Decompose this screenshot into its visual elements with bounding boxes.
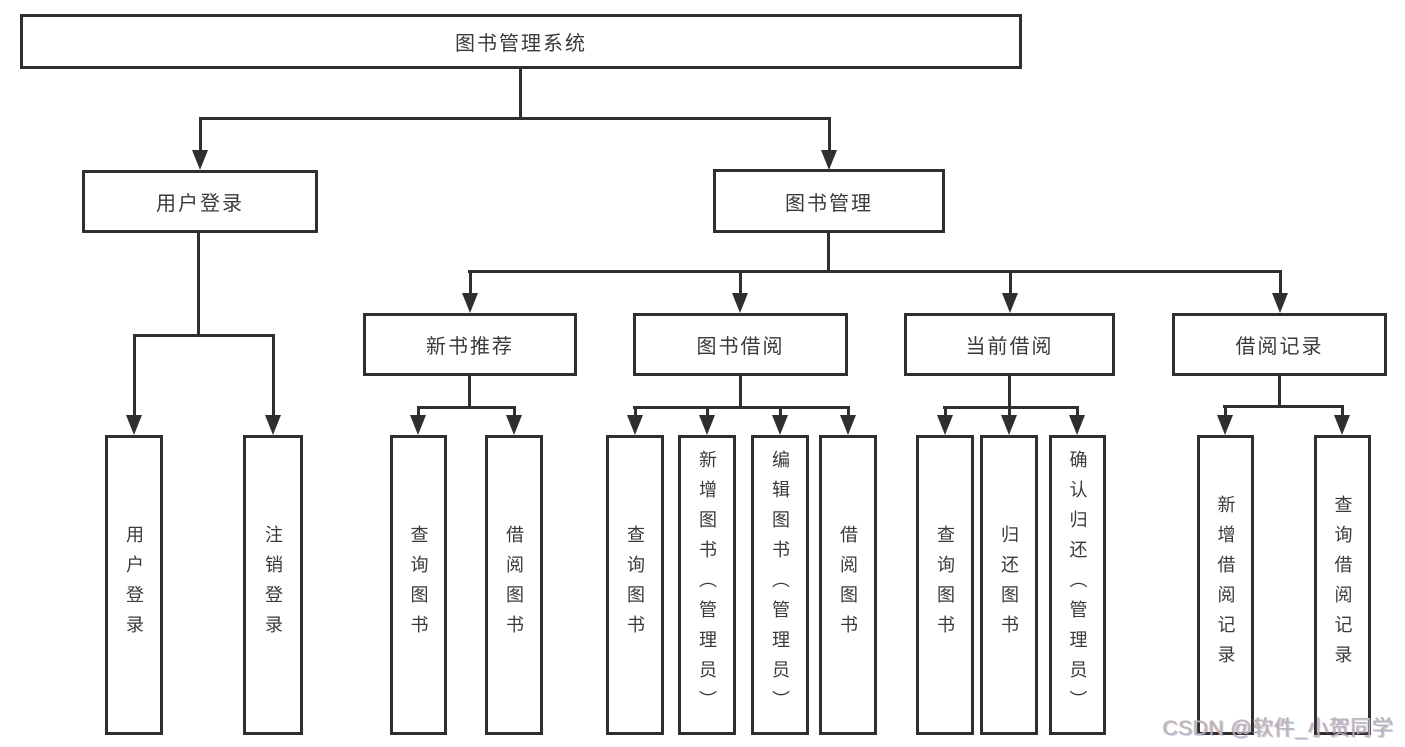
arrow-down-icon	[772, 406, 788, 435]
node-label: 图书管理	[785, 192, 873, 215]
leaf-label: 查询图书	[625, 525, 645, 645]
leaf-label: 归还图书	[999, 525, 1019, 645]
leaf-label: 新增图书（管理员）	[697, 450, 717, 720]
leaf-label: 注销登录	[263, 525, 283, 645]
leaf-user-login: 用户登录	[105, 435, 163, 735]
arrow-down-icon	[265, 334, 281, 435]
node-label: 当前借阅	[965, 336, 1054, 358]
connector-line	[468, 376, 471, 408]
connector-line	[197, 233, 200, 337]
leaf-label: 新增借阅记录	[1215, 495, 1236, 675]
arrow-down-icon	[1272, 270, 1288, 313]
node-label: 图书借阅	[696, 336, 785, 358]
connector-line	[739, 376, 742, 408]
node-user-login: 用户登录	[82, 170, 318, 233]
leaf-label: 用户登录	[124, 525, 144, 645]
connector-line	[827, 233, 830, 273]
node-label: 借阅记录	[1235, 336, 1324, 358]
leaf-logout: 注销登录	[243, 435, 303, 735]
arrow-down-icon	[192, 117, 208, 170]
leaf-query-books-1: 查询图书	[390, 435, 447, 735]
leaf-return-books: 归还图书	[980, 435, 1038, 735]
arrow-down-icon	[410, 406, 426, 435]
leaf-confirm-return-admin: 确认归还（管理员）	[1049, 435, 1106, 735]
node-new-book-recommend: 新书推荐	[363, 313, 577, 376]
leaf-edit-book-admin: 编辑图书（管理员）	[751, 435, 809, 735]
leaf-label: 借阅图书	[504, 525, 524, 645]
arrow-down-icon	[840, 406, 856, 435]
arrow-down-icon	[126, 334, 142, 435]
node-root: 图书管理系统	[20, 14, 1022, 69]
node-label: 新书推荐	[426, 336, 514, 358]
connector-line	[468, 270, 1282, 273]
node-root-label: 图书管理系统	[455, 33, 587, 55]
node-label: 用户登录	[156, 193, 244, 215]
node-current-borrow: 当前借阅	[904, 313, 1115, 376]
leaf-label: 借阅图书	[838, 525, 858, 645]
arrow-down-icon	[732, 270, 748, 313]
node-book-borrow: 图书借阅	[633, 313, 848, 376]
leaf-query-books-3: 查询图书	[916, 435, 974, 735]
arrow-down-icon	[1001, 406, 1017, 435]
arrow-down-icon	[462, 270, 478, 313]
connector-line	[1278, 376, 1281, 407]
arrow-down-icon	[1334, 405, 1350, 435]
leaf-borrow-books-1: 借阅图书	[485, 435, 543, 735]
leaf-label: 编辑图书（管理员）	[770, 450, 790, 720]
node-borrow-records: 借阅记录	[1172, 313, 1387, 376]
leaf-label: 查询图书	[408, 525, 429, 645]
connector-line	[519, 69, 522, 120]
connector-line	[199, 117, 830, 120]
connector-line	[1008, 376, 1011, 408]
leaf-borrow-books-2: 借阅图书	[819, 435, 877, 735]
connector-line	[1223, 405, 1344, 408]
connector-line	[633, 406, 850, 409]
arrow-down-icon	[1002, 270, 1018, 313]
node-book-management: 图书管理	[713, 169, 945, 233]
leaf-label: 查询图书	[935, 525, 955, 645]
connector-line	[943, 406, 1079, 409]
arrow-down-icon	[506, 406, 522, 435]
connector-line	[133, 334, 275, 337]
leaf-label: 确认归还（管理员）	[1067, 450, 1088, 720]
arrow-down-icon	[1069, 406, 1085, 435]
connector-line	[417, 406, 516, 409]
leaf-add-book-admin: 新增图书（管理员）	[678, 435, 736, 735]
arrow-down-icon	[937, 406, 953, 435]
leaf-query-borrow-record: 查询借阅记录	[1314, 435, 1371, 735]
leaf-add-borrow-record: 新增借阅记录	[1197, 435, 1254, 735]
leaf-label: 查询借阅记录	[1332, 495, 1353, 675]
leaf-query-books-2: 查询图书	[606, 435, 664, 735]
arrow-down-icon	[1217, 405, 1233, 435]
arrow-down-icon	[821, 117, 837, 170]
arrow-down-icon	[699, 406, 715, 435]
arrow-down-icon	[627, 406, 643, 435]
